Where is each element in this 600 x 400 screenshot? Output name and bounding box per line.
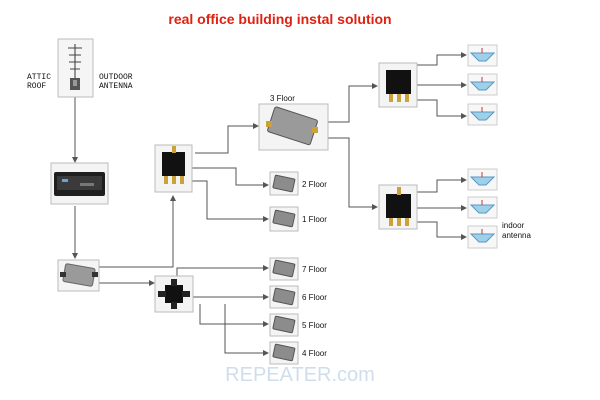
floor3-coupler-icon	[258, 103, 329, 151]
link-3floor-splitter-b	[328, 83, 378, 123]
splitter-b-icon	[378, 62, 418, 108]
link-4way-4floor	[224, 304, 269, 356]
floor2-label: 2 Floor	[302, 180, 327, 189]
attic-label: ATTIC	[27, 73, 52, 82]
floor1-label: 1 Floor	[302, 215, 327, 224]
watermark: REPEATER.com	[225, 364, 375, 386]
repeater-icon	[50, 162, 109, 205]
diagram-title: real office building instal solution	[168, 11, 392, 27]
antenna-label: ANTENNA	[99, 82, 133, 91]
connection-lines	[72, 52, 467, 356]
floor5-label: 5 Floor	[302, 321, 327, 330]
indoor-antenna-3-icon	[467, 103, 498, 126]
link-splitter-a-3floor	[195, 123, 259, 154]
link-coupler-splitter-a	[99, 195, 176, 268]
floor6-coupler-icon	[269, 285, 299, 309]
floor2-coupler-icon	[269, 171, 299, 196]
splitter-a-icon	[154, 144, 193, 193]
link-splitter-a-2floor	[190, 167, 269, 188]
link-splitter-a-1floor	[190, 180, 269, 222]
splitter-c-icon	[378, 184, 418, 230]
indoor-label: indoor	[502, 221, 525, 230]
floor4-coupler-icon	[269, 341, 299, 365]
link-4way-5floor	[199, 304, 269, 327]
link-c-ant6	[415, 221, 467, 240]
floor4-label: 4 Floor	[302, 349, 327, 358]
floor6-label: 6 Floor	[302, 293, 327, 302]
four-way-splitter-icon	[154, 275, 194, 313]
indoor-antenna-1-icon	[467, 44, 498, 67]
indoor-antenna-5-icon	[467, 196, 498, 219]
link-c-ant4	[415, 177, 467, 193]
floor1-coupler-icon	[269, 206, 299, 232]
indoor-antenna-2-icon	[467, 73, 498, 96]
indoor-antenna-label: antenna	[502, 231, 531, 240]
link-3floor-splitter-c	[328, 137, 378, 210]
floor5-coupler-icon	[269, 313, 299, 337]
floor7-coupler-icon	[269, 257, 299, 281]
floor3-label: 3 Floor	[270, 94, 295, 103]
outdoor-antenna-icon	[57, 38, 94, 98]
floor7-label: 7 Floor	[302, 265, 327, 274]
indoor-antenna-6-icon	[467, 225, 498, 249]
roof-label: ROOF	[27, 82, 47, 91]
link-b-ant3	[415, 99, 467, 119]
indoor-antenna-4-icon	[467, 168, 498, 191]
outdoor-label: OUTDOOR	[99, 73, 133, 82]
link-b-ant1	[415, 52, 467, 66]
coupler-icon	[57, 259, 100, 292]
